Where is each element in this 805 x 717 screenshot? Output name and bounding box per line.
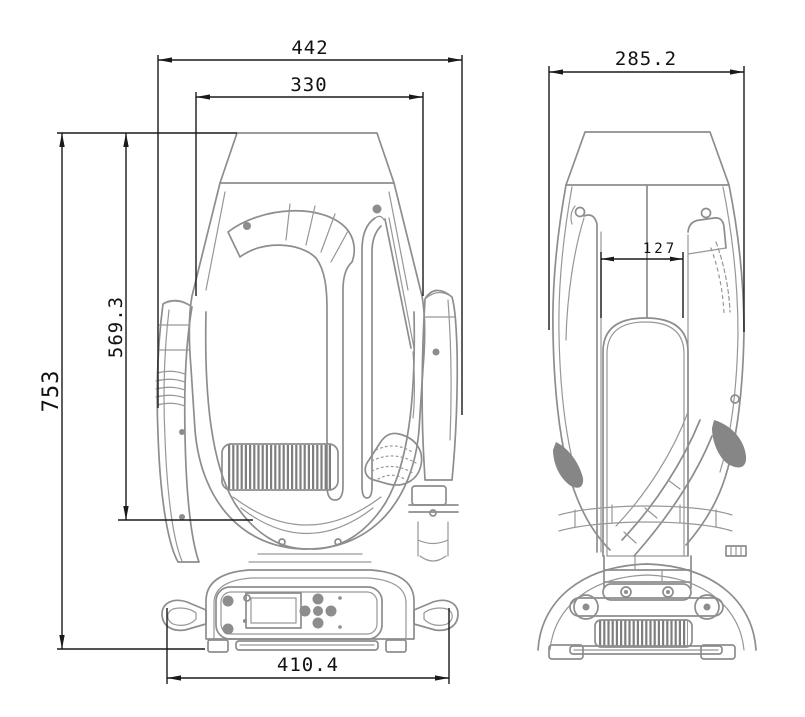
- base-foot: [385, 639, 407, 653]
- front-left-yoke-pod: [155, 299, 200, 563]
- side-screw: [574, 206, 586, 218]
- side-screw: [700, 207, 712, 219]
- side-vent-dark: [553, 442, 584, 488]
- base-foot: [548, 644, 584, 660]
- dim-label-upper-section-height: 569.3: [105, 296, 127, 358]
- side-neck: [602, 555, 692, 601]
- dim-label-yoke-inner-gap: 127: [643, 241, 677, 257]
- menu-buttons: [299, 593, 337, 629]
- dim-label-overall-height: 753: [39, 370, 64, 413]
- front-right-yoke-pod: [408, 289, 459, 562]
- side-view: [537, 131, 757, 660]
- side-vent-dark: [712, 420, 747, 468]
- base-handle-bar: [569, 597, 724, 617]
- head-screw-right: [372, 204, 382, 214]
- front-lens-window: [204, 311, 416, 550]
- side-yoke-cutout: [602, 317, 689, 557]
- front-perforated-vent: [364, 432, 423, 486]
- side-base: [537, 563, 757, 660]
- bracket-screw: [429, 509, 437, 517]
- front-base: [161, 553, 459, 653]
- neck-screw: [278, 538, 286, 546]
- pod-screw: [179, 429, 185, 435]
- base-handle-right: [413, 599, 459, 632]
- panel-screw: [222, 595, 234, 607]
- dimension-labels: 442 330 753 569.3 410.4 285.2 127: [39, 37, 677, 676]
- control-panel: [215, 586, 383, 640]
- neck-screw: [334, 538, 342, 546]
- base-foot: [700, 644, 736, 660]
- base-handle-left: [161, 599, 207, 632]
- dim-label-head-width: 330: [290, 74, 327, 96]
- front-left-handle-band: [227, 203, 356, 501]
- front-view: [155, 132, 459, 653]
- dim-label-overall-depth: 285.2: [615, 48, 677, 70]
- dim-label-overall-width: 442: [291, 37, 328, 59]
- base-foot: [207, 639, 229, 653]
- front-right-handle-band: [361, 204, 416, 499]
- front-vent-grille: [221, 443, 339, 491]
- pod-screw: [432, 348, 440, 356]
- head-screw-left: [243, 222, 251, 230]
- dim-label-base-width: 410.4: [277, 654, 339, 676]
- side-straps: [553, 411, 747, 557]
- side-head: [552, 131, 745, 557]
- side-tab: [725, 545, 747, 557]
- dimension-lines: [57, 55, 745, 684]
- side-screw: [730, 394, 740, 404]
- pod-screw: [179, 514, 185, 520]
- panel-screw: [222, 623, 234, 635]
